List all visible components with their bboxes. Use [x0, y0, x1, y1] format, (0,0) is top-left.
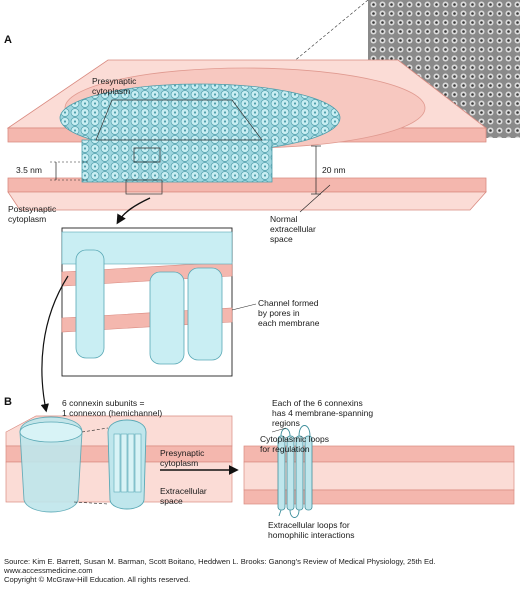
panel-label-a: A [4, 34, 12, 46]
membrane-spanning-label: Each of the 6 connexins has 4 membrane-s… [272, 398, 374, 428]
channel-detail-box [61, 227, 257, 377]
source-website: www.accessmedicine.com [4, 566, 93, 575]
extracellular-width-label: 20 nm [322, 165, 346, 175]
gap-dimension-markers [50, 145, 331, 213]
panel-label-b: B [4, 396, 12, 408]
connexin-subunit [107, 419, 147, 510]
membrane-spanning-regions [271, 425, 313, 518]
channel-formed-label: Channel formed by pores in each membrane [258, 298, 320, 328]
connexon-arrow-icon [40, 275, 69, 413]
normal-extracellular-space-label: Normal extracellular space [270, 214, 316, 244]
connexon-array [59, 83, 341, 195]
copyright-notice: Copyright © McGraw-Hill Education. All r… [4, 575, 191, 584]
zoom-arrow-icon [116, 197, 151, 225]
presynaptic-cytoplasm-label: Presynaptic cytoplasm [92, 76, 137, 96]
gap-width-label: 3.5 nm [16, 165, 42, 175]
six-connexin-label: 6 connexin subunits = 1 connexon (hemich… [62, 398, 163, 418]
extracellular-loops-label: Extracellular loops for homophilic inter… [268, 520, 355, 540]
extracellular-space-b-label: Extracellular space [160, 486, 207, 506]
postsynaptic-membrane [7, 177, 487, 211]
cytoplasmic-loops-label: Cytoplasmic loops for regulation [260, 434, 329, 454]
postsynaptic-cytoplasm-label: Postsynaptic cytoplasm [8, 204, 57, 224]
source-citation: Source: Kim E. Barrett, Susan M. Barman,… [4, 557, 436, 566]
connexon-hemichannel [19, 416, 109, 513]
presynaptic-cytoplasm-b-label: Presynaptic cytoplasm [160, 448, 205, 468]
